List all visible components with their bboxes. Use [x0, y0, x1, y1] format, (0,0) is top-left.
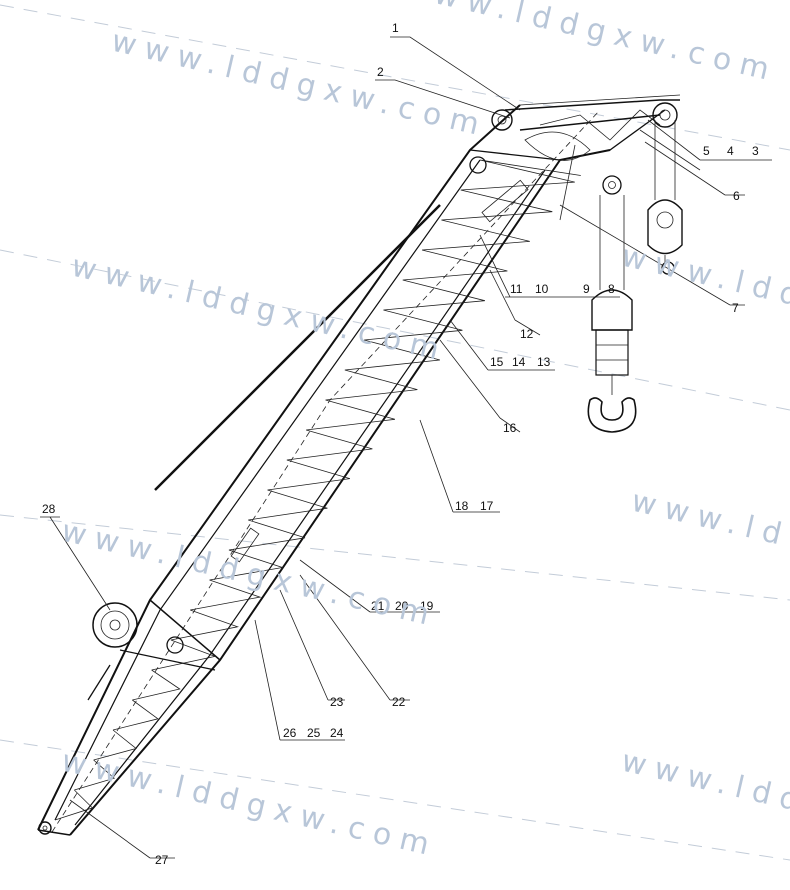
- callout-14: 14: [512, 355, 526, 369]
- watermark-1: www.lddgxw.com: [108, 24, 491, 145]
- callout-19: 19: [420, 599, 434, 613]
- callout-leaders: [40, 36, 772, 859]
- main-hook-block: [587, 289, 637, 433]
- callout-13: 13: [537, 355, 551, 369]
- boom-structure: [37, 99, 680, 836]
- watermark-lines: [0, 4, 790, 861]
- watermark-6: www.lddgxw.com: [628, 484, 790, 605]
- callout-28: 28: [42, 502, 56, 516]
- callout-20: 20: [395, 599, 409, 613]
- callout-4: 4: [727, 144, 734, 158]
- callout-27: 27: [155, 853, 169, 867]
- callout-25: 25: [307, 726, 321, 740]
- watermark-7: www.lddgxw.com: [58, 744, 441, 865]
- callout-15: 15: [490, 355, 504, 369]
- watermark-4: www.lddgxw.com: [618, 239, 790, 360]
- callout-26: 26: [283, 726, 297, 740]
- callout-8: 8: [608, 282, 615, 296]
- callout-21: 21: [371, 599, 385, 613]
- sheave-right: [652, 102, 678, 128]
- callout-22: 22: [392, 695, 406, 709]
- sheave-left: [491, 109, 513, 131]
- callout-9: 9: [583, 282, 590, 296]
- callout-6: 6: [733, 189, 740, 203]
- callout-12: 12: [520, 327, 534, 341]
- callout-3: 3: [752, 144, 759, 158]
- callout-16: 16: [503, 421, 517, 435]
- label-plates: [230, 179, 529, 563]
- slewing-gear: [87, 602, 184, 701]
- callout-2: 2: [377, 65, 384, 79]
- callout-7: 7: [732, 301, 739, 315]
- callout-5: 5: [703, 144, 710, 158]
- callout-11: 11: [510, 282, 523, 296]
- callout-10: 10: [535, 282, 549, 296]
- boom-foot: [38, 821, 52, 835]
- callout-1: 1: [392, 21, 399, 35]
- callout-24: 24: [330, 726, 344, 740]
- callout-23: 23: [330, 695, 344, 709]
- sheave-mid: [469, 156, 622, 195]
- watermark-2: www.lddgxw.com: [398, 0, 781, 89]
- callout-numbers: 1 2 3 4 5 6 7 8 9 10 11 12 13 14 15 16 1…: [42, 21, 759, 867]
- watermark-8: www.lddgxw.com: [618, 744, 790, 865]
- callout-17: 17: [480, 499, 494, 513]
- callout-18: 18: [455, 499, 469, 513]
- aux-hook-block: [647, 199, 683, 275]
